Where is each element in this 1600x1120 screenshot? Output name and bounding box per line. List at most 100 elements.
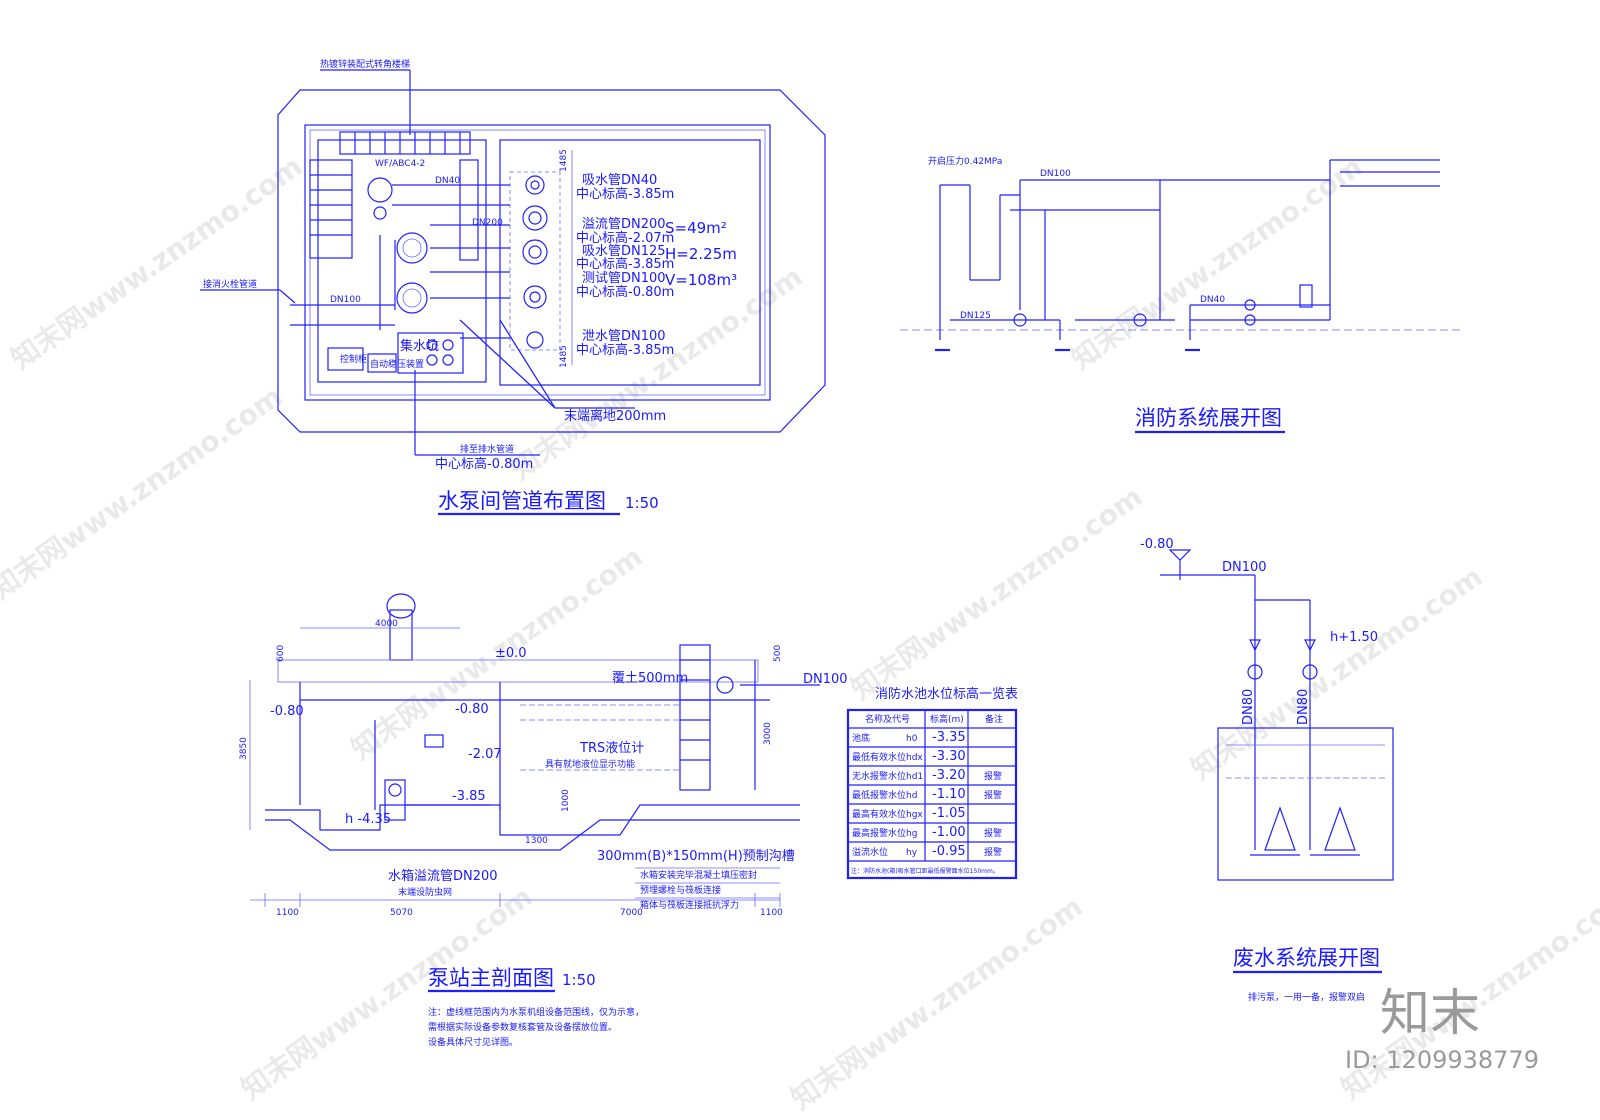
svg-text:知末网www.znzmo.com: 知末网www.znzmo.com — [5, 150, 308, 376]
test-label: 测试管DN100 — [582, 271, 666, 286]
svg-text:溢流水位: 溢流水位 — [852, 846, 888, 858]
table-footnote: 注：消防水池(箱)吸水管口距最低报警面水位150mm。 — [851, 867, 999, 875]
svg-text:-3.20: -3.20 — [932, 768, 966, 783]
svg-text:-1.00: -1.00 — [932, 825, 966, 840]
note-install: 水箱安装完毕混凝土填压密封 — [640, 869, 757, 881]
dim-1100b: 1100 — [760, 908, 783, 918]
overflow-label: 溢流管DN200 — [582, 217, 666, 232]
svg-text:-1.05: -1.05 — [932, 806, 966, 821]
svg-text:h0: h0 — [906, 734, 918, 744]
dim-4000: 4000 — [375, 619, 398, 629]
branding: 知末 ID: 1209938779 — [1345, 984, 1539, 1074]
elev-m435: h -4.35 — [345, 812, 391, 827]
svg-text:-0.95: -0.95 — [932, 844, 966, 859]
fire-hydrant-label: 接消火栓管道 — [203, 278, 257, 290]
dim-500: 500 — [773, 645, 783, 662]
dim-3850: 3850 — [239, 737, 249, 760]
elev-m385: -3.85 — [452, 789, 486, 804]
pressure-label: 开启压力0.42MPa — [928, 155, 1002, 167]
auto-label: 自动稳压装置 — [370, 358, 424, 370]
discharge-elev: 中心标高-0.80m — [435, 456, 533, 472]
svg-text:hg: hg — [906, 829, 917, 839]
tank-ports — [522, 175, 548, 349]
suction-label: 吸水管DN40 — [582, 173, 657, 188]
fire-dn125-label: DN125 — [960, 311, 991, 321]
note-bolt: 预埋螺栓与筏板连接 — [640, 884, 721, 896]
table-row: 最低报警水位 hd -1.10 报警 — [852, 787, 1002, 802]
section-dn100: DN100 — [803, 672, 848, 687]
section-overflow: 水箱溢流管DN200 — [388, 868, 498, 884]
ladder-label: 热镀锌装配式转角楼梯 — [320, 58, 410, 70]
svg-text:-1.10: -1.10 — [932, 787, 966, 802]
suction2-label: 吸水管DN125 — [582, 244, 666, 259]
svg-text:hy: hy — [906, 848, 918, 858]
pump-room-plan: 1485 1485 热镀锌装配式转角楼梯 WF/ABC4-2 DN40 DN20… — [200, 58, 826, 516]
dim-1100a: 1100 — [276, 908, 299, 918]
svg-text:hdx: hdx — [906, 753, 923, 763]
volume-label: V=108m³ — [665, 271, 737, 289]
waste-elev: -0.80 — [1140, 537, 1174, 552]
trs-label: TRS液位计 — [579, 741, 644, 756]
svg-text:报警: 报警 — [984, 789, 1002, 801]
overflow-elev: 中心标高-2.07m — [576, 230, 674, 246]
svg-text:知末网www.znzmo.com: 知末网www.znzmo.com — [785, 890, 1088, 1116]
test-elev: 中心标高-0.80m — [576, 284, 674, 300]
svg-text:报警: 报警 — [984, 846, 1002, 858]
pump-room-title: 水泵间管道布置图 — [438, 489, 606, 513]
svg-text:无水报警水位: 无水报警水位 — [852, 770, 906, 782]
area-label: S=49m² — [665, 219, 727, 237]
dn40-label: DN40 — [435, 176, 460, 186]
water-level-table: 消防水池水位标高一览表 名称及代号 标高(m) 备注 池底 h0 -3.35 最… — [846, 686, 1018, 880]
dim-1300: 1300 — [525, 836, 548, 846]
pump-room-scale: 1:50 — [625, 494, 659, 512]
trs-note: 具有就地液位显示功能 — [545, 758, 635, 770]
waste-subtitle: 排污泵，一用一备，报警双启 — [1248, 991, 1365, 1003]
svg-text:hd1: hd1 — [906, 772, 923, 782]
drain-elev: 中心标高-3.85m — [576, 342, 674, 358]
svg-text:知末网www.znzmo.com: 知末网www.znzmo.com — [1065, 150, 1368, 376]
table-header-name: 名称及代号 — [865, 713, 910, 725]
dim-7000: 7000 — [620, 908, 643, 918]
svg-text:hgx: hgx — [906, 810, 923, 820]
table-header-elev: 标高(m) — [930, 713, 964, 725]
table-row: 池底 h0 -3.35 — [852, 730, 966, 745]
earth-label: 覆土500mm — [612, 671, 688, 686]
fire-system-title: 消防系统展开图 — [1135, 406, 1282, 430]
svg-text:知末网www.znzmo.com: 知末网www.znzmo.com — [1185, 560, 1488, 786]
section-title: 泵站主剖面图 — [428, 966, 554, 990]
pump-station-section: 4000 600 500 3850 3000 1000 1300 1100 50… — [239, 593, 848, 1048]
waste-dn80a: DN80 — [1241, 689, 1256, 725]
image-id: ID: 1209938779 — [1345, 1046, 1539, 1074]
dim-5070: 5070 — [390, 908, 413, 918]
section-overflow-note: 末端设防虫网 — [398, 886, 452, 898]
table-row: 无水报警水位 hd1 -3.20 报警 — [852, 768, 1002, 783]
dim-600: 600 — [276, 645, 286, 662]
svg-text:最低报警水位: 最低报警水位 — [852, 789, 906, 801]
section-note-3: 设备具体尺寸见详图。 — [428, 1036, 518, 1048]
elev-m080b: -0.80 — [455, 702, 489, 717]
svg-text:最高报警水位: 最高报警水位 — [852, 827, 906, 839]
height-label: H=2.25m — [665, 245, 737, 263]
end-height-label: 末端离地200mm — [564, 408, 666, 424]
table-row: 溢流水位 hy -0.95 报警 — [852, 844, 1002, 859]
suction2-elev: 中心标高-3.85m — [576, 256, 674, 272]
waste-dn80b: DN80 — [1296, 689, 1311, 725]
waste-h150: h+1.50 — [1330, 630, 1378, 645]
waste-system-title: 废水系统展开图 — [1233, 946, 1380, 970]
note-anchor: 箱体与筏板连接抵抗浮力 — [640, 899, 739, 911]
dim-3000: 3000 — [763, 722, 773, 745]
section-note-2: 需根据实际设备参数复核套管及设备摆放位置。 — [428, 1021, 617, 1033]
control-label: 控制柜 — [340, 353, 367, 365]
sump-label: 集水坑 — [400, 338, 439, 354]
svg-text:池底: 池底 — [852, 732, 870, 744]
svg-text:知末网www.znzmo.com: 知末网www.znzmo.com — [845, 480, 1148, 706]
svg-text:报警: 报警 — [984, 827, 1002, 839]
svg-text:-3.35: -3.35 — [932, 730, 966, 745]
table-row: 最高有效水位 hgx -1.05 — [852, 806, 966, 821]
waste-system-diagram: -0.80 DN100 h+1.50 DN80 DN80 废水系统展开图 排污泵… — [1140, 537, 1394, 1003]
table-header-note: 备注 — [985, 713, 1003, 725]
fire-system-diagram: 开启压力0.42MPa DN100 DN125 DN40 消防系统展开图 — [900, 155, 1460, 434]
dim-1000: 1000 — [561, 789, 571, 812]
waste-dn100: DN100 — [1222, 560, 1267, 575]
